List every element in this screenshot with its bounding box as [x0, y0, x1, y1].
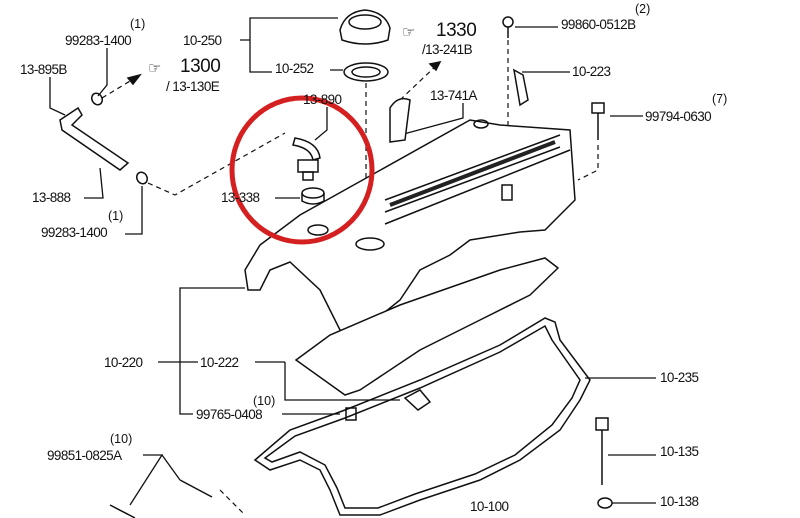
- qty-99283-top: (1): [130, 17, 146, 31]
- baffle-plate: [294, 257, 560, 396]
- part-label-99765-0408[interactable]: 99765-0408: [196, 407, 263, 422]
- part-label-13-888[interactable]: 13-888: [32, 190, 71, 205]
- part-label-13-741a[interactable]: 13-741A: [430, 88, 477, 103]
- part-label-99283-1400-bottom[interactable]: 99283-1400: [41, 225, 108, 240]
- ref-part-13-130e[interactable]: / 13-130E: [166, 79, 220, 94]
- highlight-circle: [229, 95, 375, 245]
- part-label-10-250[interactable]: 10-250: [183, 33, 222, 48]
- part-label-10-222[interactable]: 10-222: [200, 355, 239, 370]
- head-cover-gasket: [253, 317, 591, 516]
- qty-99851: (10): [110, 432, 133, 446]
- part-label-10-252[interactable]: 10-252: [275, 61, 314, 76]
- qty-99765: (10): [253, 394, 276, 408]
- pointing-hand-icon: ☞: [148, 60, 162, 77]
- part-label-99283-1400-top[interactable]: 99283-1400: [65, 33, 132, 48]
- ref-part-13-241b[interactable]: /13-241B: [422, 42, 473, 57]
- ref-group-1300[interactable]: 1300: [180, 56, 221, 77]
- part-label-10-223[interactable]: 10-223: [572, 64, 611, 79]
- oil-filler-cap: [339, 9, 391, 45]
- part-label-10-220[interactable]: 10-220: [104, 355, 143, 370]
- pointing-hand-icon: ☞: [402, 24, 416, 41]
- part-label-99851-0825a[interactable]: 99851-0825A: [47, 448, 122, 463]
- breather-tube: [389, 97, 411, 143]
- breather-hose: [59, 92, 149, 185]
- part-label-13-338[interactable]: 13-338: [221, 190, 260, 205]
- part-label-13-890[interactable]: 13-890: [303, 92, 342, 107]
- cap-gasket: [343, 62, 389, 82]
- ref-group-1330[interactable]: 1330: [436, 20, 477, 41]
- qty-99860: (2): [635, 2, 651, 16]
- part-label-10-138[interactable]: 10-138: [660, 494, 699, 509]
- part-label-99794-0630[interactable]: 99794-0630: [645, 109, 712, 124]
- pcv-valve: [292, 137, 325, 205]
- part-label-13-895b[interactable]: 13-895B: [20, 62, 67, 77]
- qty-99283-bottom: (1): [108, 209, 124, 223]
- part-label-10-135[interactable]: 10-135: [660, 444, 699, 459]
- bolts: [109, 16, 613, 518]
- part-label-99860-0512b[interactable]: 99860-0512B: [561, 17, 636, 32]
- qty-99794: (7): [712, 92, 728, 106]
- part-label-10-100[interactable]: 10-100: [470, 499, 509, 514]
- leader-lines: [49, 17, 656, 506]
- part-label-10-235[interactable]: 10-235: [660, 370, 699, 385]
- cylinder-head-cover: [244, 119, 576, 336]
